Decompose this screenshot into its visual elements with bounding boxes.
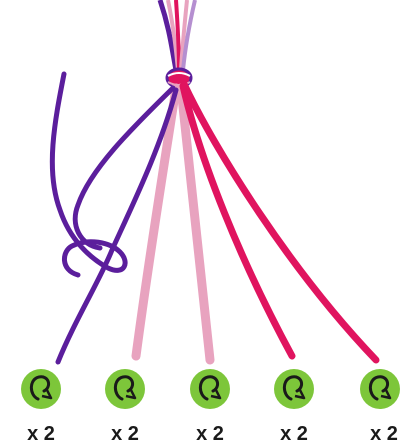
count-label: x 2 bbox=[280, 423, 308, 445]
count-label: x 2 bbox=[196, 423, 224, 445]
forward-knot-icon bbox=[360, 369, 400, 409]
forward-knot-icon bbox=[190, 369, 230, 409]
count-label-row: x 2 x 2 x 2 x 2 x 2 bbox=[27, 423, 398, 445]
magenta-strand-1 bbox=[179, 82, 296, 360]
forward-knot-icon bbox=[105, 369, 145, 409]
magenta-strand-2 bbox=[180, 80, 380, 364]
forward-knot-icon bbox=[274, 369, 314, 409]
forward-knot-icon bbox=[21, 369, 61, 409]
light-pink-strand-1 bbox=[131, 83, 181, 361]
count-label: x 2 bbox=[111, 423, 139, 445]
count-label: x 2 bbox=[370, 423, 398, 445]
count-label: x 2 bbox=[27, 423, 55, 445]
knot-icon-row bbox=[21, 369, 400, 409]
strand-bundle bbox=[157, 0, 197, 71]
purple-tied-strand bbox=[55, 87, 179, 365]
light-pink-strand-2 bbox=[176, 83, 215, 365]
purple-working-strand bbox=[72, 85, 176, 251]
forward-knot-loop bbox=[49, 71, 128, 278]
